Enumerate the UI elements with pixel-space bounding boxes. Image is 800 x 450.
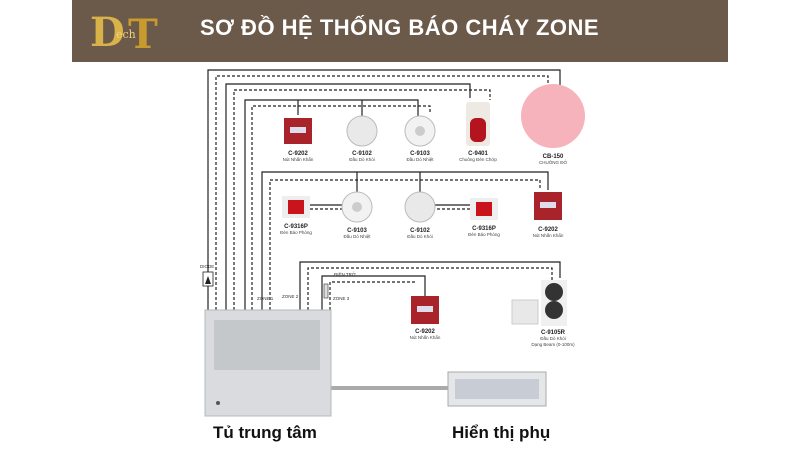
display-caption: Hiển thị phụ	[452, 423, 551, 442]
heat-detector-r1: C-9103 Đầu Dò Nhiệt	[404, 115, 436, 162]
svg-text:Đầu Dò Nhiệt: Đầu Dò Nhiệt	[343, 234, 371, 239]
bell-strobe-r1: C-9401 Chuông Đèn Chớp	[459, 102, 497, 162]
manual-call-point-r2: C-9202 Nút Nhấn Khẩn	[533, 192, 564, 238]
manual-call-point-r3: C-9202 Nút Nhấn Khẩn	[410, 296, 441, 340]
svg-text:C-9202: C-9202	[288, 151, 308, 157]
svg-text:C-9102: C-9102	[410, 228, 430, 234]
page-title: SƠ ĐỒ HỆ THỐNG BÁO CHÁY ZONE	[200, 15, 600, 40]
svg-text:Đầu Dò Khói: Đầu Dò Khói	[407, 234, 433, 239]
heat-detector-r2: C-9103 Đầu Dò Nhiệt	[341, 191, 373, 239]
beam-detector-r3: C-9105R Đầu Dò Khói Dạng Beam (0-100m)	[511, 280, 575, 347]
zone3-label: ZONE 3	[333, 296, 350, 301]
svg-text:C-9401: C-9401	[468, 151, 488, 157]
zone1-label: ZONE 1	[257, 296, 274, 301]
panel-caption: Tủ trung tâm	[213, 423, 317, 442]
dtech-logo: D T ech	[88, 8, 178, 58]
svg-text:Dạng Beam (0-100m): Dạng Beam (0-100m)	[531, 342, 575, 347]
svg-text:C-9202: C-9202	[415, 329, 435, 335]
fire-bell-r1: CB-150 CHUÔNG ĐỎ	[521, 84, 585, 165]
resistor-label: ĐIỆN TRỞ	[334, 270, 356, 277]
svg-text:C-9316P: C-9316P	[284, 224, 308, 230]
wiring	[207, 69, 561, 390]
smoke-detector-r2: C-9102 Đầu Dò Khói	[404, 191, 436, 239]
svg-text:C-9103: C-9103	[410, 151, 430, 157]
svg-text:D: D	[90, 9, 125, 56]
diode-label: DIODE	[200, 264, 214, 269]
svg-text:T: T	[128, 11, 158, 56]
room-indicator-r2-left: C-9316P Đèn Báo Phòng	[280, 196, 312, 235]
control-panel	[204, 309, 332, 417]
svg-text:C-9316P: C-9316P	[472, 226, 496, 232]
svg-text:Đầu Dò Khói: Đầu Dò Khói	[349, 157, 375, 162]
svg-text:Nút Nhấn Khẩn: Nút Nhấn Khẩn	[410, 334, 441, 340]
svg-text:CHUÔNG ĐỎ: CHUÔNG ĐỎ	[539, 159, 567, 165]
svg-text:C-9103: C-9103	[347, 228, 367, 234]
zone2-label: ZONE 2	[282, 294, 299, 299]
header-banner	[72, 0, 728, 62]
manual-call-point-r1: C-9202 Nút Nhấn Khẩn	[283, 118, 314, 162]
svg-text:Đầu Dò Khói: Đầu Dò Khói	[540, 336, 566, 341]
svg-text:C-9102: C-9102	[352, 151, 372, 157]
room-indicator-r2-right: C-9316P Đèn Báo Phòng	[468, 198, 500, 237]
svg-text:Nút Nhấn Khẩn: Nút Nhấn Khẩn	[533, 232, 564, 238]
remote-display	[447, 371, 547, 407]
svg-text:C-9105R: C-9105R	[541, 330, 566, 336]
svg-text:Nút Nhấn Khẩn: Nút Nhấn Khẩn	[283, 156, 314, 162]
svg-text:Đèn Báo Phòng: Đèn Báo Phòng	[280, 230, 312, 235]
svg-text:Đèn Báo Phòng: Đèn Báo Phòng	[468, 232, 500, 237]
svg-text:Chuông Đèn Chớp: Chuông Đèn Chớp	[459, 157, 497, 162]
svg-text:Đầu Dò Nhiệt: Đầu Dò Nhiệt	[406, 157, 434, 162]
smoke-detector-r1: C-9102 Đầu Dò Khói	[346, 115, 378, 162]
svg-text:ech: ech	[116, 28, 136, 41]
svg-text:CB-150: CB-150	[543, 154, 564, 160]
resistor-icon	[323, 283, 329, 299]
svg-text:C-9202: C-9202	[538, 227, 558, 233]
